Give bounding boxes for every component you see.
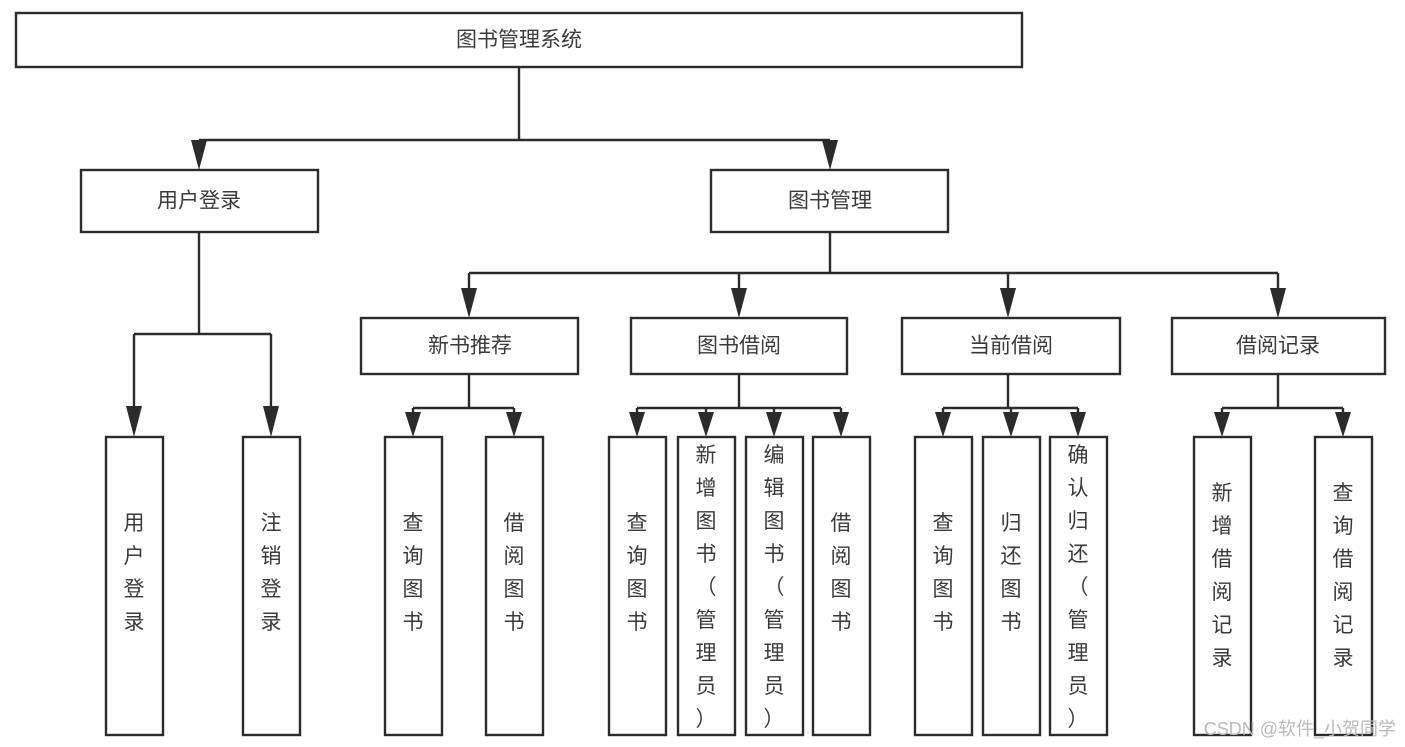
- node-book-borrow-label: 图书借阅: [697, 335, 781, 358]
- arrow-head-leaf-edit-book: [766, 412, 782, 437]
- node-leaf-borrow-book-rec[interactable]: 借阅图书: [484, 435, 545, 737]
- node-leaf-query-record-label: 查询借阅记录: [1333, 482, 1354, 670]
- node-leaf-user-login[interactable]: 用户登录: [104, 435, 165, 737]
- arrow-head-leaf-query-record: [1335, 412, 1351, 437]
- node-leaf-logout-label: 注销登录: [261, 512, 282, 634]
- node-leaf-confirm-return-label: 确认归还（管理员）: [1068, 444, 1089, 731]
- node-book-manage[interactable]: 图书管理: [709, 168, 950, 234]
- node-leaf-borrow-book[interactable]: 借阅图书: [811, 435, 872, 737]
- node-root[interactable]: 图书管理系统: [14, 11, 1024, 69]
- node-leaf-query-book-rec-box[interactable]: [383, 435, 444, 737]
- node-user-login-label: 用户登录: [157, 190, 241, 213]
- arrow-head-leaf-confirm-return: [1070, 412, 1086, 437]
- node-root-label: 图书管理系统: [456, 29, 582, 52]
- node-leaf-add-record[interactable]: 新增借阅记录: [1192, 435, 1253, 737]
- node-leaf-add-book-label: 新增图书（管理员）: [696, 444, 717, 731]
- csdn-watermark: CSDN @软件_小贺同学: [1204, 719, 1396, 740]
- arrow-head-current-borrow: [1000, 288, 1016, 318]
- node-current-borrow-label: 当前借阅: [969, 335, 1053, 358]
- node-user-login[interactable]: 用户登录: [79, 168, 320, 234]
- node-current-borrow[interactable]: 当前借阅: [900, 316, 1122, 376]
- node-leaf-add-book-box[interactable]: [676, 435, 737, 737]
- node-leaf-return-book[interactable]: 归还图书: [981, 435, 1042, 737]
- arrow-head-book-manage: [822, 140, 838, 170]
- arrow-head-leaf-query-book-rec: [405, 412, 421, 437]
- node-leaf-query-book-borrow-label: 查询图书: [627, 512, 648, 634]
- node-leaf-logout-box[interactable]: [241, 435, 302, 737]
- node-leaf-confirm-return[interactable]: 确认归还（管理员）: [1048, 435, 1109, 737]
- node-leaf-borrow-book-label: 借阅图书: [831, 512, 852, 634]
- node-leaf-user-login-box[interactable]: [104, 435, 165, 737]
- node-leaf-edit-book[interactable]: 编辑图书（管理员）: [744, 435, 805, 737]
- node-leaf-user-login-label: 用户登录: [124, 512, 145, 634]
- node-leaf-add-book[interactable]: 新增图书（管理员）: [676, 435, 737, 737]
- node-borrow-record-box[interactable]: [1170, 316, 1387, 376]
- node-leaf-confirm-return-box[interactable]: [1048, 435, 1109, 737]
- node-leaf-query-record-box[interactable]: [1313, 435, 1374, 737]
- node-book-manage-box[interactable]: [709, 168, 950, 234]
- node-leaf-query-book-borrow[interactable]: 查询图书: [607, 435, 668, 737]
- node-leaf-borrow-book-rec-label: 借阅图书: [504, 512, 525, 634]
- arrow-head-leaf-logout: [263, 406, 279, 437]
- node-new-book-recommend-label: 新书推荐: [428, 335, 512, 358]
- node-leaf-query-book-rec[interactable]: 查询图书: [383, 435, 444, 737]
- node-leaf-edit-book-box[interactable]: [744, 435, 805, 737]
- node-root-box[interactable]: [14, 11, 1024, 69]
- node-leaf-return-book-box[interactable]: [981, 435, 1042, 737]
- node-book-borrow[interactable]: 图书借阅: [629, 316, 849, 376]
- node-leaf-query-book-cur-label: 查询图书: [933, 512, 954, 634]
- arrow-head-leaf-borrow-book-rec: [506, 412, 522, 437]
- node-user-login-box[interactable]: [79, 168, 320, 234]
- node-leaf-borrow-book-box[interactable]: [811, 435, 872, 737]
- node-new-book-recommend-box[interactable]: [359, 316, 580, 376]
- node-new-book-recommend[interactable]: 新书推荐: [359, 316, 580, 376]
- arrow-head-leaf-borrow-book: [833, 412, 849, 437]
- node-leaf-edit-book-label: 编辑图书（管理员）: [764, 444, 785, 731]
- node-leaf-borrow-book-rec-box[interactable]: [484, 435, 545, 737]
- node-leaf-add-record-box[interactable]: [1192, 435, 1253, 737]
- arrow-head-new-book-recommend: [461, 288, 477, 318]
- connector-layer: [126, 67, 1351, 437]
- node-borrow-record[interactable]: 借阅记录: [1170, 316, 1387, 376]
- node-leaf-logout[interactable]: 注销登录: [241, 435, 302, 737]
- arrow-head-user-login: [191, 140, 207, 170]
- node-borrow-record-label: 借阅记录: [1236, 335, 1320, 358]
- arrow-head-leaf-user-login: [126, 406, 142, 437]
- node-leaf-query-book-borrow-box[interactable]: [607, 435, 668, 737]
- node-book-borrow-box[interactable]: [629, 316, 849, 376]
- arrow-head-leaf-add-book: [698, 412, 714, 437]
- node-leaf-add-record-label: 新增借阅记录: [1212, 482, 1233, 670]
- arrow-head-book-borrow: [731, 288, 747, 318]
- node-leaf-query-book-cur[interactable]: 查询图书: [913, 435, 974, 737]
- node-leaf-return-book-label: 归还图书: [1001, 512, 1022, 634]
- arrow-head-leaf-return-book: [1003, 412, 1019, 437]
- arrow-head-leaf-query-book-borrow: [629, 412, 645, 437]
- node-leaf-query-record[interactable]: 查询借阅记录: [1313, 435, 1374, 737]
- arrow-head-borrow-record: [1270, 288, 1286, 318]
- node-leaf-query-book-rec-label: 查询图书: [403, 512, 424, 634]
- arrow-head-leaf-query-book-cur: [935, 412, 951, 437]
- arrow-head-leaf-add-record: [1214, 412, 1230, 437]
- node-current-borrow-box[interactable]: [900, 316, 1122, 376]
- node-leaf-query-book-cur-box[interactable]: [913, 435, 974, 737]
- node-book-manage-label: 图书管理: [788, 190, 872, 213]
